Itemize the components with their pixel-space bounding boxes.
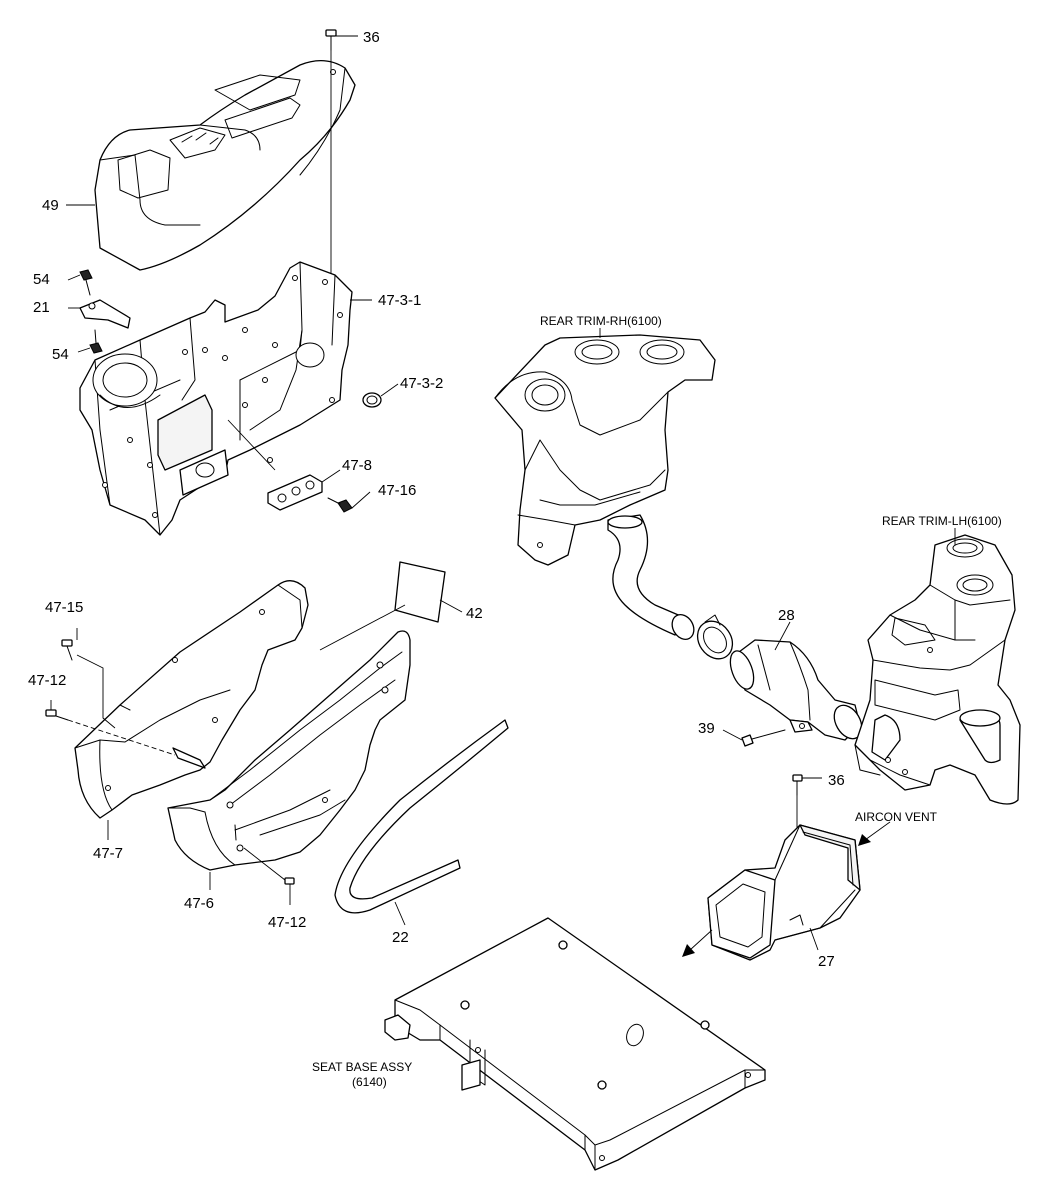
label-28: 28 [778, 607, 795, 624]
label-47-12-a: 47-12 [28, 672, 66, 689]
foam-pad-part-42 [319, 561, 463, 651]
screw-47-12-lower [243, 847, 295, 905]
label-27: 27 [818, 953, 835, 970]
console-cover-part-49 [94, 60, 356, 271]
right-side-cover-part-47-6 [167, 630, 411, 890]
label-36-top: 36 [363, 29, 380, 46]
label-54-b: 54 [52, 346, 69, 363]
label-seat-base-code: (6140) [352, 1075, 387, 1089]
seat-base-assy [384, 917, 766, 1171]
trim-strip-part-22 [334, 719, 509, 926]
label-47-6: 47-6 [184, 895, 214, 912]
label-54-a: 54 [33, 271, 50, 288]
label-47-16: 47-16 [378, 482, 416, 499]
label-rear-trim-lh: REAR TRIM-LH(6100) [882, 514, 1002, 528]
label-36-lower: 36 [828, 772, 845, 789]
rear-trim-lh [854, 528, 1021, 805]
label-49: 49 [42, 197, 59, 214]
left-side-cover-part-47-7 [74, 580, 309, 840]
duct-hose [607, 514, 695, 640]
duct-joint-part-28 [729, 621, 863, 741]
label-47-15: 47-15 [45, 599, 83, 616]
label-47-7: 47-7 [93, 845, 123, 862]
bolt-part-47-16 [327, 491, 371, 513]
label-39: 39 [698, 720, 715, 737]
label-47-3-2: 47-3-2 [400, 375, 443, 392]
label-aircon-vent: AIRCON VENT [855, 810, 938, 824]
label-47-3-1: 47-3-1 [378, 292, 421, 309]
plate-part-47-8 [227, 419, 341, 511]
hose-clamp [696, 614, 734, 660]
screws-47-15-and-47-12 [45, 628, 176, 756]
screw-39 [722, 729, 786, 747]
label-rear-trim-rh: REAR TRIM-RH(6100) [540, 314, 662, 328]
rear-trim-rh [494, 328, 716, 566]
label-47-12-b: 47-12 [268, 914, 306, 931]
aircon-vent-arrows [682, 821, 891, 957]
bolts-54-and-bracket-21 [67, 269, 131, 354]
aircon-vent-duct-part-27 [707, 824, 861, 961]
part-labels: 36 49 54 21 54 47-3-1 47-3-2 47-8 47-16 … [28, 29, 1002, 1089]
label-seat-base-assy: SEAT BASE ASSY [312, 1060, 412, 1074]
label-42: 42 [466, 605, 483, 622]
frame-bracket-part-47-3-1 [79, 261, 372, 536]
label-22: 22 [392, 929, 409, 946]
label-47-8: 47-8 [342, 457, 372, 474]
grommet-part-47-3-2 [362, 383, 399, 408]
screw-36-top [325, 29, 358, 285]
label-21: 21 [33, 299, 50, 316]
